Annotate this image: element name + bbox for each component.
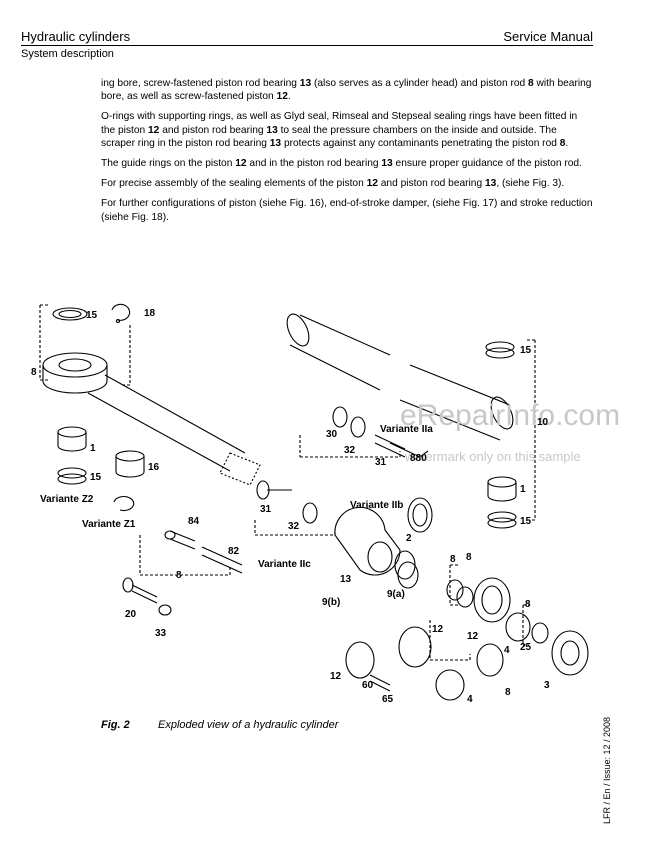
part-number: 12 <box>330 671 342 682</box>
variant-label-iib: Variante IIb <box>350 500 403 511</box>
exploded-view-figure: eRepairInfo.com watermark only on this s… <box>30 275 630 705</box>
part-number: 1 <box>520 484 526 495</box>
header-title: Hydraulic cylinders <box>21 29 131 44</box>
part-number: 15 <box>520 516 532 527</box>
part-number: 65 <box>382 694 394 705</box>
part-number: 10 <box>537 417 549 428</box>
part-number: 84 <box>188 516 200 527</box>
part-number: 2 <box>406 533 412 544</box>
variant-label-iia: Variante IIa <box>380 424 433 435</box>
watermark-subtext: watermark only on this sample <box>404 449 581 464</box>
body-text: ing bore, screw-fastened piston rod bear… <box>101 77 593 231</box>
figure-caption: Fig. 2 Exploded view of a hydraulic cylin… <box>101 719 338 731</box>
watermark-text: eRepairInfo.com <box>400 399 620 432</box>
header-subtitle: System description <box>21 48 114 60</box>
part-number: 880 <box>410 453 427 464</box>
paragraph-3: The guide rings on the piston 12 and in … <box>101 158 582 170</box>
part-number: 60 <box>362 680 374 691</box>
part-number: 8 <box>31 367 37 378</box>
part-number: 20 <box>125 609 137 620</box>
part-number: 12 <box>432 624 444 635</box>
part-number: 12 <box>467 631 479 642</box>
exploded-view-drawing: eRepairInfo.com watermark only on this s… <box>31 303 620 705</box>
part-number: 15 <box>90 472 102 483</box>
variant-label-z2: Variante Z2 <box>40 494 94 505</box>
part-number: 32 <box>288 521 300 532</box>
footer-issue: LFR / En / Issue: 12 / 2008 <box>602 716 612 824</box>
paragraph-1: ing bore, screw-fastened piston rod bear… <box>101 78 592 103</box>
part-number: 8 <box>176 570 182 581</box>
part-number: 4 <box>504 645 510 656</box>
part-number: 18 <box>144 308 156 319</box>
part-number: 33 <box>155 628 167 639</box>
part-number: 8 <box>466 552 472 563</box>
part-number: 31 <box>260 504 272 515</box>
figure-number: Fig. 2 <box>101 719 130 731</box>
part-number: 1 <box>90 443 96 454</box>
part-number: 15 <box>520 345 532 356</box>
part-number: 30 <box>326 429 338 440</box>
part-number: 16 <box>148 462 160 473</box>
part-number: 9(a) <box>387 589 405 600</box>
variant-label-z1: Variante Z1 <box>82 519 136 530</box>
part-number: 8 <box>525 599 531 610</box>
paragraph-2: O-rings with supporting rings, as well a… <box>101 111 578 149</box>
part-number: 9(b) <box>322 597 340 608</box>
part-number: 3 <box>544 680 550 691</box>
part-number: 13 <box>340 574 352 585</box>
figure-caption-text: Exploded view of a hydraulic cylinder <box>158 719 339 731</box>
part-number: 31 <box>375 457 387 468</box>
part-number: 4 <box>467 694 473 705</box>
header-manual-label: Service Manual <box>503 29 593 44</box>
part-number: 8 <box>450 554 456 565</box>
part-number: 25 <box>520 642 532 653</box>
part-number: 8 <box>505 687 511 698</box>
part-number: 15 <box>86 310 98 321</box>
paragraph-4: For precise assembly of the sealing elem… <box>101 178 565 190</box>
paragraph-5: For further configurations of piston (si… <box>101 198 593 223</box>
header-rule <box>21 45 593 46</box>
part-number: 32 <box>344 445 356 456</box>
variant-label-iic: Variante IIc <box>258 559 311 570</box>
part-number: 82 <box>228 546 240 557</box>
